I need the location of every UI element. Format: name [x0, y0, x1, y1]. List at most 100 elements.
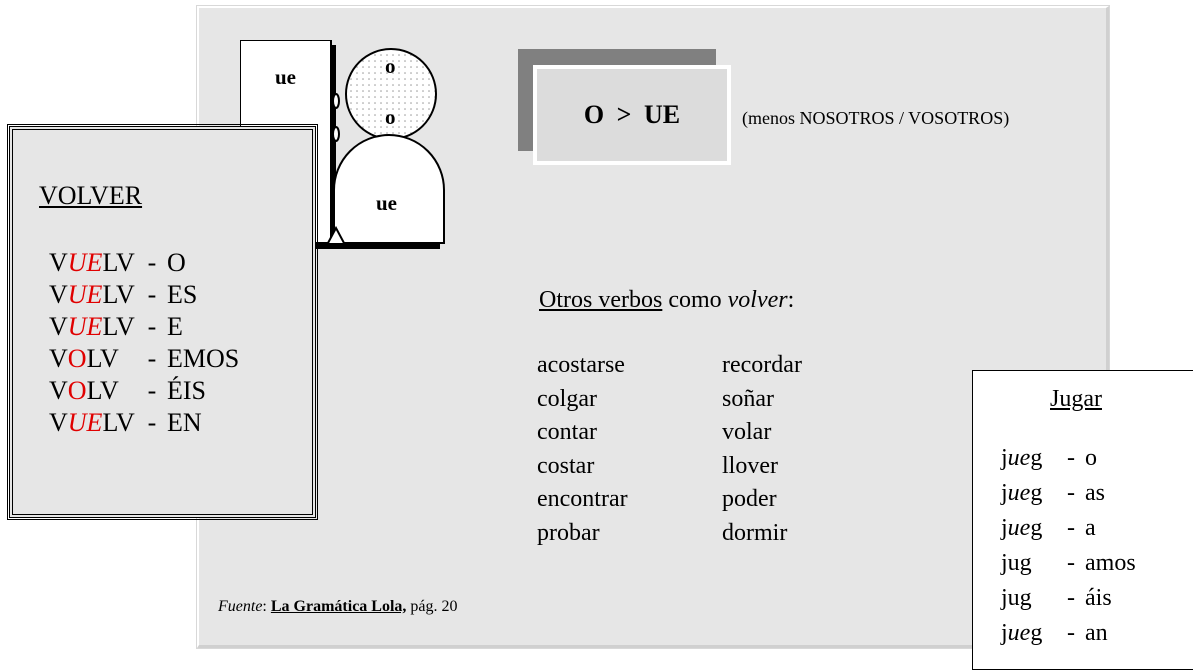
stem-end: LV	[102, 408, 135, 437]
stem-end: LV	[102, 248, 135, 277]
hinge-bottom	[332, 126, 340, 142]
other-verbs-colon: :	[787, 287, 795, 313]
verb-item: soñar	[722, 385, 774, 412]
ending: a	[1085, 515, 1096, 541]
stem-end: g	[1030, 515, 1043, 541]
verb-item: probar	[537, 519, 600, 546]
jugar-stem: jug	[1001, 581, 1057, 616]
volver-row: VOLV-EMOS	[49, 343, 239, 375]
diagram-o-2: o	[385, 105, 396, 129]
stem-start: V	[49, 408, 68, 437]
volver-stem: VOLV	[49, 375, 137, 407]
stem-end: g	[1030, 480, 1043, 506]
stem-end: LV	[86, 376, 119, 405]
verb-column-2: recordar soñar volar llover poder dormir	[722, 349, 802, 550]
other-verbs-label: Otros verbos	[539, 287, 663, 313]
ending: as	[1085, 480, 1105, 506]
stem-end: g	[1030, 445, 1043, 471]
other-verbs-heading: Otros verbos como volver:	[539, 287, 794, 314]
stem-change: u	[1007, 585, 1020, 611]
volver-box: VOLVER VUELV-O VUELV-ES VUELV-E VOLV-EMO…	[7, 124, 318, 520]
source-page: pág. 20	[406, 598, 458, 615]
volver-row: VUELV-EN	[49, 407, 239, 439]
verb-item: llover	[722, 452, 778, 479]
dash: -	[1067, 550, 1075, 576]
verb-item: volar	[722, 419, 772, 445]
stem-start: j	[1001, 515, 1008, 541]
volver-row: VUELV-ES	[49, 279, 239, 311]
boot-right-shape	[333, 134, 445, 244]
verb-item: colgar	[537, 385, 597, 412]
stem-start: V	[49, 376, 68, 405]
volver-stem: VUELV	[49, 311, 137, 343]
jugar-stem: jug	[1001, 546, 1057, 581]
stem-change: UE	[67, 312, 103, 341]
verb-item: costar	[537, 452, 595, 479]
verb-column-1: acostarse colgar contar costar encontrar…	[537, 349, 722, 550]
jugar-row: jug-amos	[1001, 546, 1136, 581]
dash: -	[1067, 585, 1075, 611]
stem-change: ue	[1007, 480, 1031, 506]
volver-conjugation: VUELV-O VUELV-ES VUELV-E VOLV-EMOS VOLV-…	[49, 247, 239, 439]
ending: an	[1085, 620, 1108, 646]
rule-right: UE	[643, 100, 681, 129]
jugar-stem: jueg	[1001, 511, 1057, 546]
stem-start: j	[1001, 445, 1008, 471]
volver-stem: VOLV	[49, 343, 137, 375]
source-label: Fuente	[218, 598, 263, 615]
volver-stem: VUELV	[49, 279, 137, 311]
stem-change: UE	[67, 248, 103, 277]
jugar-row: jug-áis	[1001, 581, 1136, 616]
stem-start: V	[49, 312, 68, 341]
rule-left: O	[583, 100, 605, 129]
verb-item: recordar	[722, 352, 802, 378]
jugar-conjugation: jueg-o jueg-as jueg-a jug-amos jug-áis j…	[1001, 441, 1136, 651]
jugar-box: Jugar jueg-o jueg-as jueg-a jug-amos jug…	[972, 370, 1193, 670]
jugar-row: jueg-an	[1001, 616, 1136, 651]
dash: -	[147, 280, 157, 309]
stem-start: V	[49, 280, 68, 309]
dash: -	[147, 376, 157, 405]
verb-list: acostarse colgar contar costar encontrar…	[537, 349, 802, 550]
stem-start: j	[1001, 585, 1008, 611]
source-citation: Fuente: La Gramática Lola, pág. 20	[218, 598, 458, 616]
diagram-o-1: o	[385, 54, 396, 78]
hinge-top	[332, 93, 340, 109]
ending: EN	[167, 408, 202, 437]
ending: ÉIS	[167, 376, 206, 405]
jugar-row: jueg-a	[1001, 511, 1136, 546]
jugar-row: jueg-as	[1001, 476, 1136, 511]
rule-symbol: >	[616, 100, 632, 129]
stem-end: LV	[102, 312, 135, 341]
jugar-row: jueg-o	[1001, 441, 1136, 476]
stem-change: u	[1007, 550, 1020, 576]
volver-row: VUELV-O	[49, 247, 239, 279]
dash: -	[1067, 480, 1075, 506]
stem-end: g	[1019, 585, 1032, 611]
ending: O	[167, 248, 186, 277]
rule-note: (menos NOSOTROS / VOSOTROS)	[742, 108, 1010, 128]
stem-start: j	[1001, 480, 1008, 506]
jugar-title: Jugar	[1050, 386, 1102, 412]
stem-change: ue	[1007, 620, 1031, 646]
stem-start: j	[1001, 550, 1008, 576]
stem-start: j	[1001, 620, 1008, 646]
verb-item: dormir	[722, 519, 788, 546]
ending: amos	[1085, 550, 1136, 576]
ending: o	[1085, 445, 1097, 471]
ending: E	[167, 312, 183, 341]
volver-row: VOLV-ÉIS	[49, 375, 239, 407]
stem-start: V	[49, 248, 68, 277]
jugar-stem: jueg	[1001, 441, 1057, 476]
dash: -	[147, 408, 157, 437]
stem-change: ue	[1007, 445, 1031, 471]
diagram-ue-1: ue	[275, 65, 296, 89]
diagram-ue-4: ue	[376, 191, 397, 215]
stem-end: LV	[102, 280, 135, 309]
volver-stem: VUELV	[49, 407, 137, 439]
dash: -	[147, 248, 157, 277]
volver-row: VUELV-E	[49, 311, 239, 343]
verb-item: contar	[537, 419, 597, 445]
dash: -	[1067, 620, 1075, 646]
stem-start: V	[49, 344, 68, 373]
